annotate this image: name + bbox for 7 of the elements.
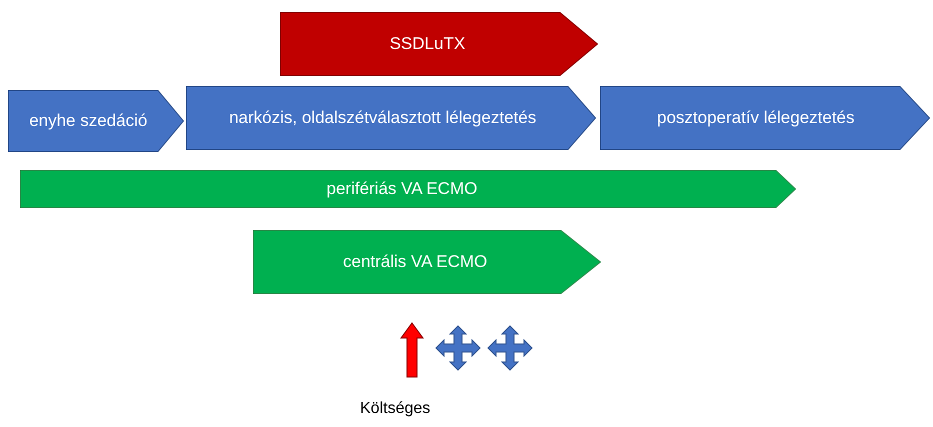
- phase-label: narkózis, oldalszétválasztott lélegeztetés: [229, 108, 536, 128]
- phase-label: centrális VA ECMO: [343, 252, 488, 272]
- phase-label: perifériás VA ECMO: [326, 179, 478, 199]
- note-text: Költséges: [360, 400, 430, 418]
- phase-label: enyhe szedáció: [29, 111, 148, 131]
- phase-label: SSDLuTX: [390, 34, 466, 54]
- phase-label: posztoperatív lélegeztetés: [657, 108, 855, 128]
